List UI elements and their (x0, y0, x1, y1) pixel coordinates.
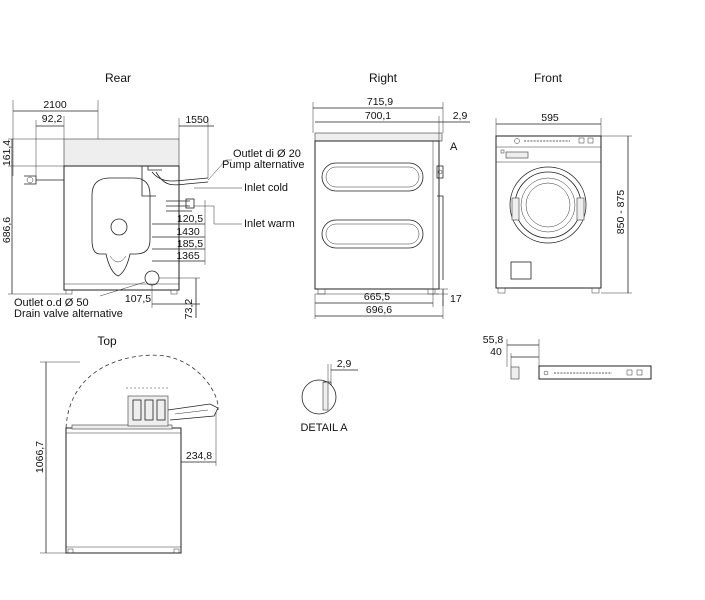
detail-a-title: DETAIL A (300, 422, 348, 434)
door-swing-arc (65, 354, 219, 429)
view-title-right: Right (369, 71, 398, 85)
dim-right-17: 17 (450, 293, 462, 305)
dim-top-234-8: 234,8 (186, 450, 212, 462)
dim-rear-1550: 1550 (185, 114, 209, 126)
dim-strip-40: 40 (490, 346, 502, 358)
dim-rear-120-5: 120,5 (177, 213, 203, 225)
dim-right-696-6: 696,6 (366, 304, 392, 316)
dim-rear-2100: 2100 (43, 99, 67, 111)
dim-rear-1430: 1430 (176, 226, 200, 238)
door-outer-ring (509, 166, 587, 244)
dim-right-2-9: 2,9 (453, 110, 468, 122)
label-outlet-od-50: Outlet o.d Ø 50 (14, 297, 89, 309)
front-view: 595 850 - 875 (495, 112, 632, 294)
rear-inspection-opening (91, 177, 151, 277)
view-title-top: Top (97, 334, 117, 348)
rear-view: 2100 92,2 1550 161,4 686,6 120,5 1430 18… (1, 99, 305, 320)
detail-circle (301, 379, 337, 415)
label-outlet-di-20: Outlet di Ø 20 (233, 148, 301, 160)
detail-marker-a: A (450, 141, 458, 153)
side-panel-upper-groove (321, 162, 424, 192)
top-view: 1066,7 234,8 (34, 354, 219, 554)
dim-rear-107-5: 107,5 (125, 293, 151, 305)
dim-right-715-9: 715,9 (367, 96, 393, 108)
label-drain-valve-alternative: Drain valve alternative (14, 308, 123, 320)
service-hatch (510, 261, 532, 280)
view-title-rear: Rear (105, 71, 131, 85)
label-pump-alternative: Pump alternative (222, 159, 305, 171)
dim-front-595: 595 (541, 112, 559, 124)
view-title-front: Front (534, 71, 563, 85)
dim-front-850-875: 850 - 875 (615, 190, 627, 235)
dim-detail-2-9: 2,9 (337, 358, 352, 370)
dim-right-700-1: 700,1 (365, 110, 391, 122)
dim-rear-73-2: 73,2 (183, 299, 195, 320)
panel-section-view: 55,8 40 (483, 334, 652, 380)
dim-rear-1365: 1365 (176, 250, 200, 262)
right-view: 715,9 700,1 2,9 A 665,5 17 696,6 (312, 96, 470, 319)
label-inlet-warm: Inlet warm (244, 218, 295, 230)
dim-right-665-5: 665,5 (364, 291, 390, 303)
power-knob-icon (514, 138, 520, 144)
dim-rear-92-2: 92,2 (42, 113, 63, 125)
dim-rear-686-6: 686,6 (1, 217, 13, 243)
detail-a: 2,9 DETAIL A (300, 358, 358, 434)
side-panel-lower-groove (321, 219, 424, 249)
label-inlet-cold: Inlet cold (244, 182, 288, 194)
dim-top-1066-7: 1066,7 (34, 441, 46, 473)
dim-rear-161-4: 161,4 (1, 140, 13, 166)
dim-rear-185-5: 185,5 (177, 238, 203, 250)
dim-strip-55-8: 55,8 (483, 334, 504, 346)
